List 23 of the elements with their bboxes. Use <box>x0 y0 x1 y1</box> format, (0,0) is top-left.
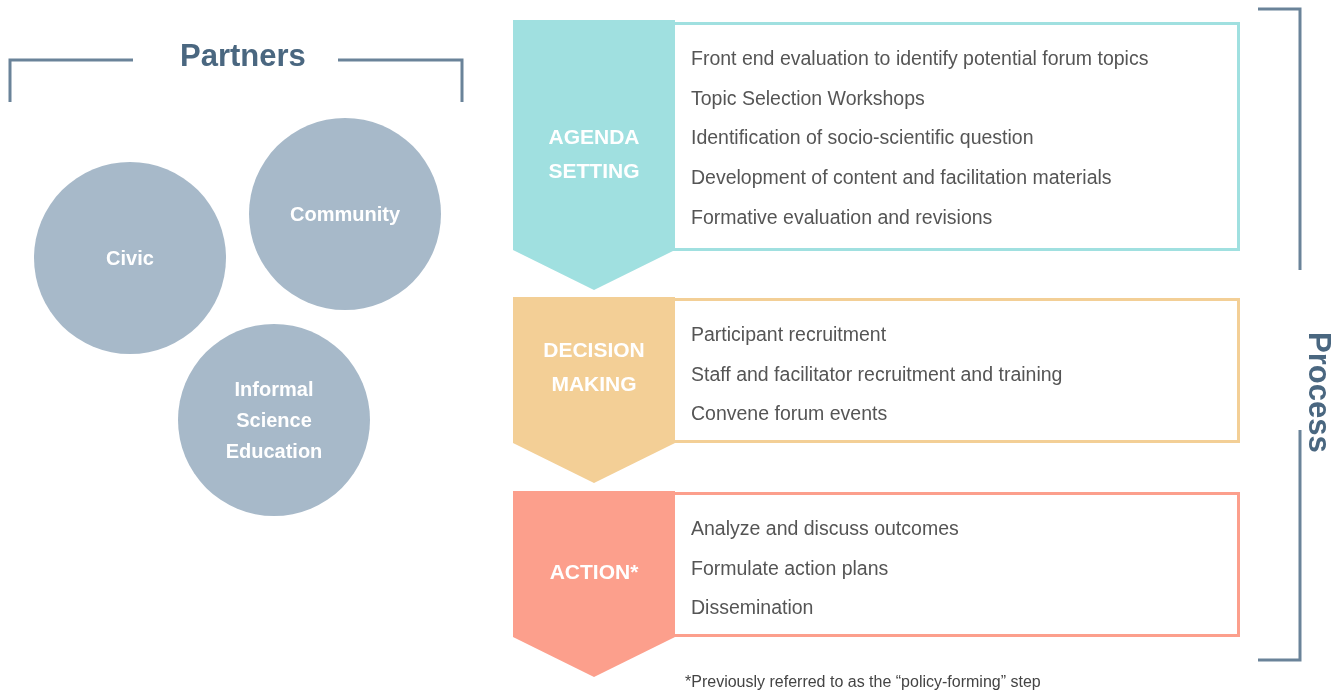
list-item: Development of content and facilitation materials <box>691 165 1113 191</box>
step-list-box <box>672 22 1240 251</box>
section-heading: Partners <box>180 38 306 74</box>
step-list-box <box>672 298 1240 443</box>
footnote: *Previously referred to as the “policy-forming” step <box>685 673 1041 691</box>
list-item: Staff and facilitator recruitment and training <box>691 361 1064 387</box>
list-item: Formulate action plans <box>691 555 890 581</box>
section-heading: Process <box>1301 332 1337 453</box>
list-item: Participant recruitment <box>691 322 888 347</box>
list-item: Convene forum events <box>691 401 889 427</box>
list-item: Analyze and discuss outcomes <box>691 516 960 541</box>
list-item: Dissemination <box>691 595 815 621</box>
list-item: Topic Selection Workshops <box>691 85 926 111</box>
step-list-box <box>672 492 1240 637</box>
circle-label: Informal Science Education <box>224 376 324 464</box>
stage-title: AGENDA SETTING <box>547 124 641 184</box>
circle-label: Community <box>289 201 401 227</box>
list-item: Identification of socio-scientific question <box>691 125 1035 151</box>
list-item: Front end evaluation to identify potential forum topics <box>691 46 1150 71</box>
stage-title: ACTION* <box>548 559 640 585</box>
list-item: Formative evaluation and revisions <box>691 204 994 230</box>
stage-title: DECISION MAKING <box>542 337 646 397</box>
circle-label: Civic <box>105 245 155 271</box>
